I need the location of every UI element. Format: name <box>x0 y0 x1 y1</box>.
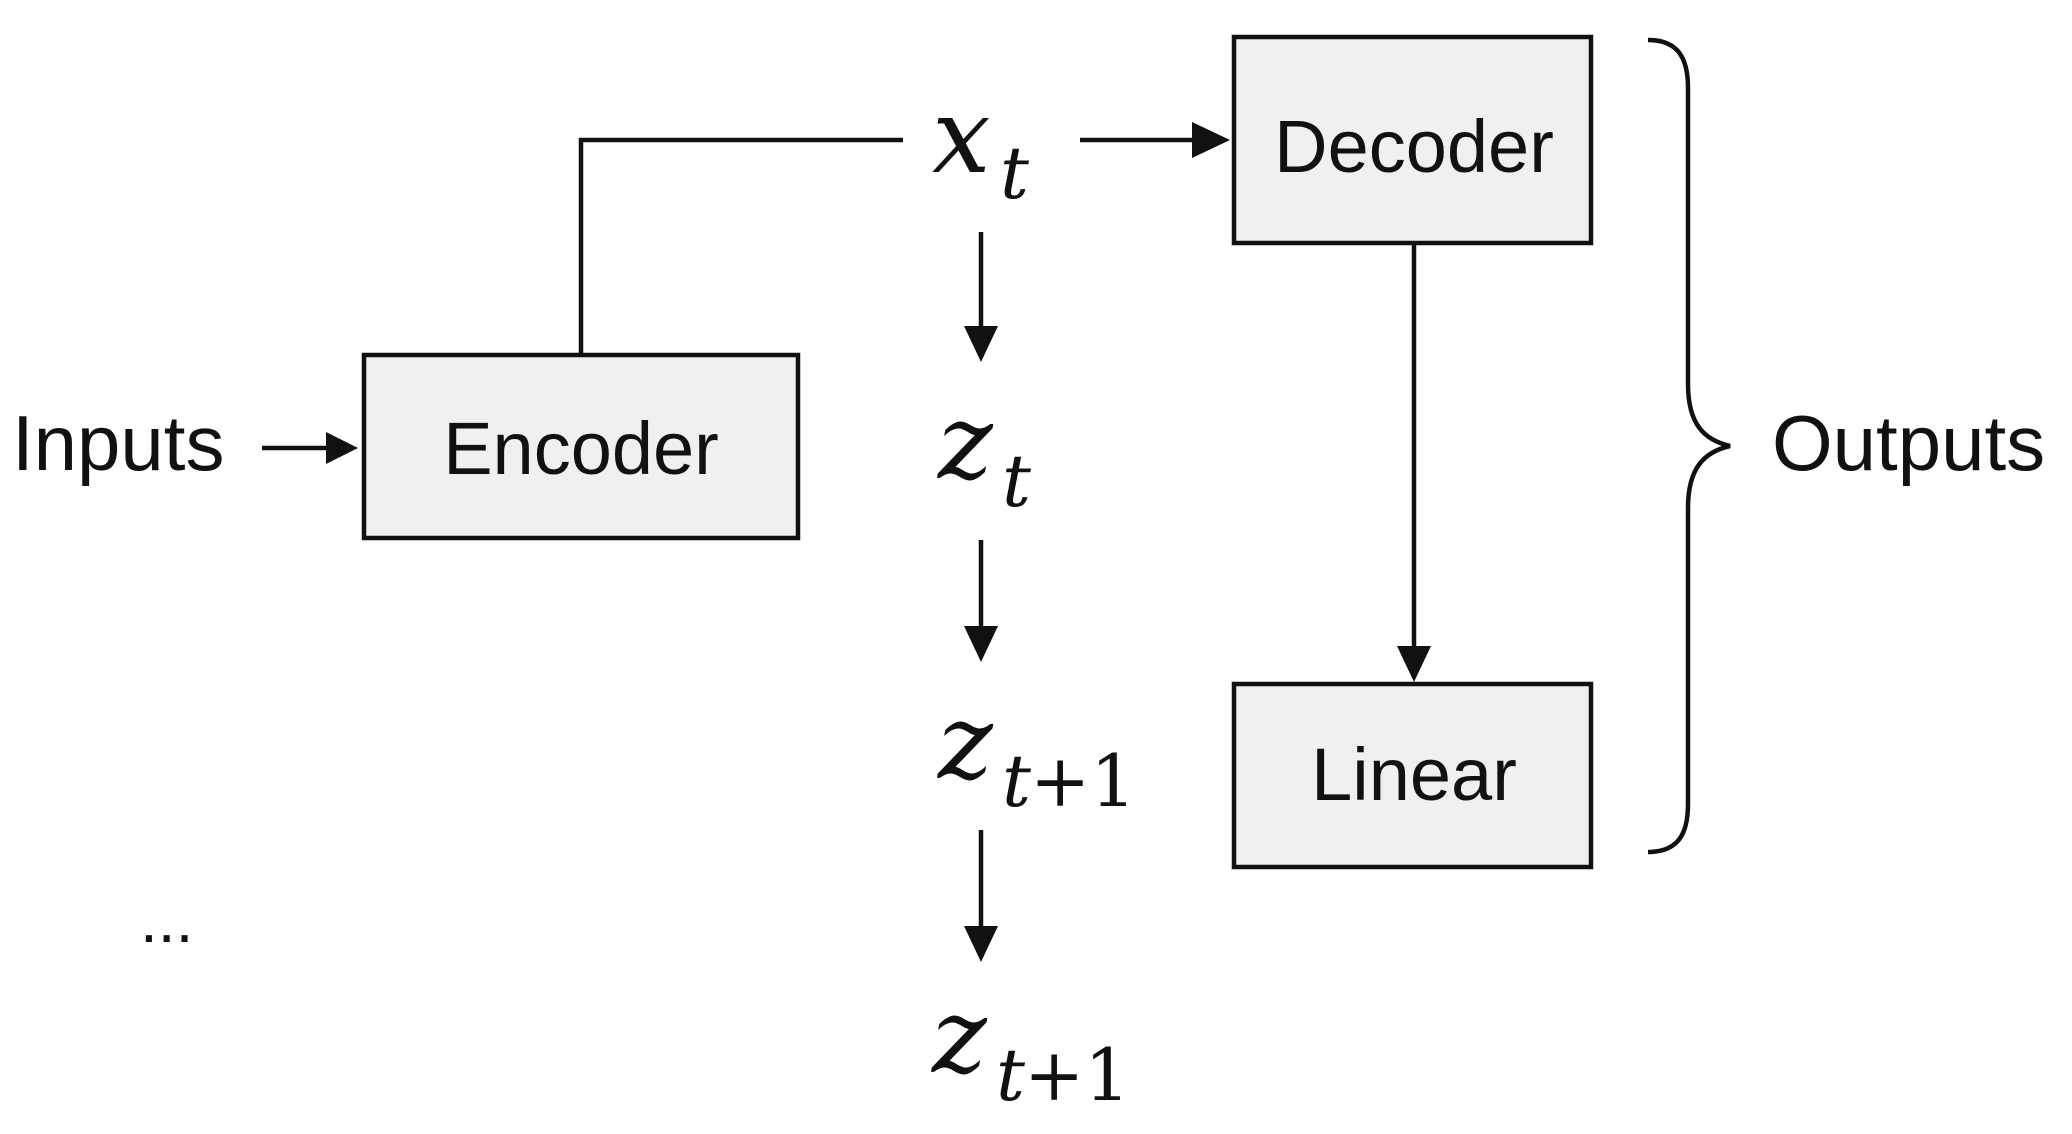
svg-text:x: x <box>932 75 991 197</box>
svg-text:t: t <box>1002 439 1032 523</box>
svg-text:+1: +1 <box>1030 739 1136 823</box>
inputs-label: Inputs <box>12 399 224 487</box>
encoder-to-xt-line <box>578 137 903 355</box>
variable-z-t-plus-1-second: z t +1 <box>930 975 1130 1117</box>
svg-text:z: z <box>936 681 994 803</box>
decoder-to-linear-arrow <box>1397 243 1431 682</box>
svg-text:z: z <box>936 381 994 503</box>
inputs-to-encoder-arrow <box>262 432 358 464</box>
xt-to-zt-arrow <box>964 232 998 362</box>
outputs-label: Outputs <box>1772 399 2045 487</box>
encoder-label: Encoder <box>443 407 719 490</box>
svg-text:z: z <box>930 975 988 1097</box>
decoder-label: Decoder <box>1274 105 1554 188</box>
svg-text:t: t <box>1002 739 1032 823</box>
encoder-block: Encoder <box>361 352 801 541</box>
svg-text:t: t <box>996 1033 1026 1117</box>
decoder-block: Decoder <box>1231 34 1594 246</box>
variable-x-t: x t <box>932 75 1030 215</box>
linear-label: Linear <box>1311 733 1517 816</box>
variable-z-t: z t <box>936 381 1032 523</box>
zt-to-zt1-arrow <box>964 540 998 662</box>
linear-block: Linear <box>1231 681 1594 870</box>
variable-z-t-plus-1: z t +1 <box>936 681 1136 823</box>
outputs-brace <box>1647 37 1731 855</box>
svg-text:+1: +1 <box>1024 1033 1130 1117</box>
svg-text:t: t <box>1000 131 1030 215</box>
ellipsis-label: ... <box>140 884 193 956</box>
zt1-to-zt1-arrow <box>964 830 998 962</box>
xt-to-decoder-arrow <box>1080 122 1230 158</box>
